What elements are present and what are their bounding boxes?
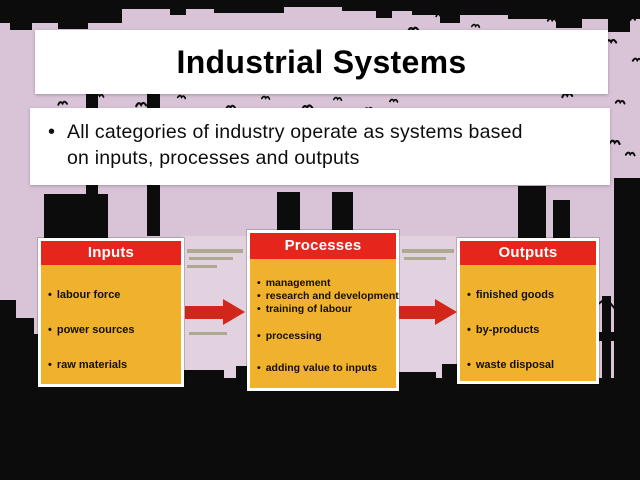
item-label: training of labour <box>265 303 353 315</box>
diagram-box-processes: Processes • management • research and deve… <box>247 230 399 391</box>
list-item: • raw materials <box>48 359 176 372</box>
bullet-dot: • <box>467 289 471 301</box>
bullet-dot: • <box>257 303 261 315</box>
bullet-dot: • <box>257 362 261 374</box>
list-item: • labour force <box>48 289 176 302</box>
item-label: waste disposal <box>475 359 555 371</box>
bullet-text: All categories of industry operate as sy… <box>67 119 523 185</box>
item-label: by-products <box>475 324 540 336</box>
arrow-shaft <box>399 305 435 319</box>
page-title: Industrial Systems <box>176 43 467 80</box>
list-item: • power sources <box>48 324 176 337</box>
processes-header: Processes <box>250 233 396 259</box>
item-label: labour force <box>56 289 121 301</box>
item-label: processing <box>265 330 322 342</box>
bullet-text-line-1: All categories of industry operate as sy… <box>67 121 523 143</box>
list-item: • by-products <box>467 324 591 337</box>
diagram-box-outputs: Outputs • finished goods • by-products • wa… <box>457 238 599 384</box>
diagram-box-inputs: Inputs • labour force • power sources • raw… <box>38 238 184 387</box>
item-label: finished goods <box>475 289 555 301</box>
bullet-dot: • <box>257 277 261 289</box>
list-item: • management <box>257 277 391 290</box>
item-label: research and development <box>265 290 399 302</box>
item-label: management <box>265 277 331 289</box>
processes-list: • management • research and development • t… <box>250 259 399 375</box>
bullet-dot: • <box>48 121 56 143</box>
bullet-dot: • <box>257 330 261 342</box>
ghost-text <box>187 249 454 335</box>
list-item: • training of labour <box>257 303 391 316</box>
bullet-text-line-2: on inputs, processes and outputs <box>67 147 360 169</box>
item-label: raw materials <box>56 359 128 371</box>
list-item: • waste disposal <box>467 359 591 372</box>
bullet-dot: • <box>467 324 471 336</box>
list-item: • research and development <box>257 290 399 303</box>
bullet-dot: • <box>48 289 52 301</box>
arrow-shaft <box>185 305 223 319</box>
flow-arrow-inputs-to-processes <box>185 299 245 325</box>
title-box: Industrial Systems <box>35 30 608 94</box>
outputs-header: Outputs <box>460 241 596 265</box>
arrow-head <box>223 299 245 325</box>
list-item: • finished goods <box>467 289 591 302</box>
inputs-header: Inputs <box>41 241 181 265</box>
bullet-dot: • <box>467 359 471 371</box>
flow-arrow-processes-to-outputs <box>399 299 457 325</box>
list-item: • processing <box>257 330 391 343</box>
outputs-list: • finished goods • by-products • waste disp… <box>460 265 596 372</box>
bullet-dot: • <box>48 324 52 336</box>
item-label: power sources <box>56 324 135 336</box>
bullet-box: • All categories of industry operate as … <box>30 108 610 185</box>
bullet-dot: • <box>257 290 261 302</box>
item-label: adding value to inputs <box>265 362 378 374</box>
arrow-head <box>435 299 457 325</box>
inputs-list: • labour force • power sources • raw materi… <box>41 265 181 372</box>
list-item: • adding value to inputs <box>257 362 391 375</box>
bullet-dot: • <box>48 359 52 371</box>
